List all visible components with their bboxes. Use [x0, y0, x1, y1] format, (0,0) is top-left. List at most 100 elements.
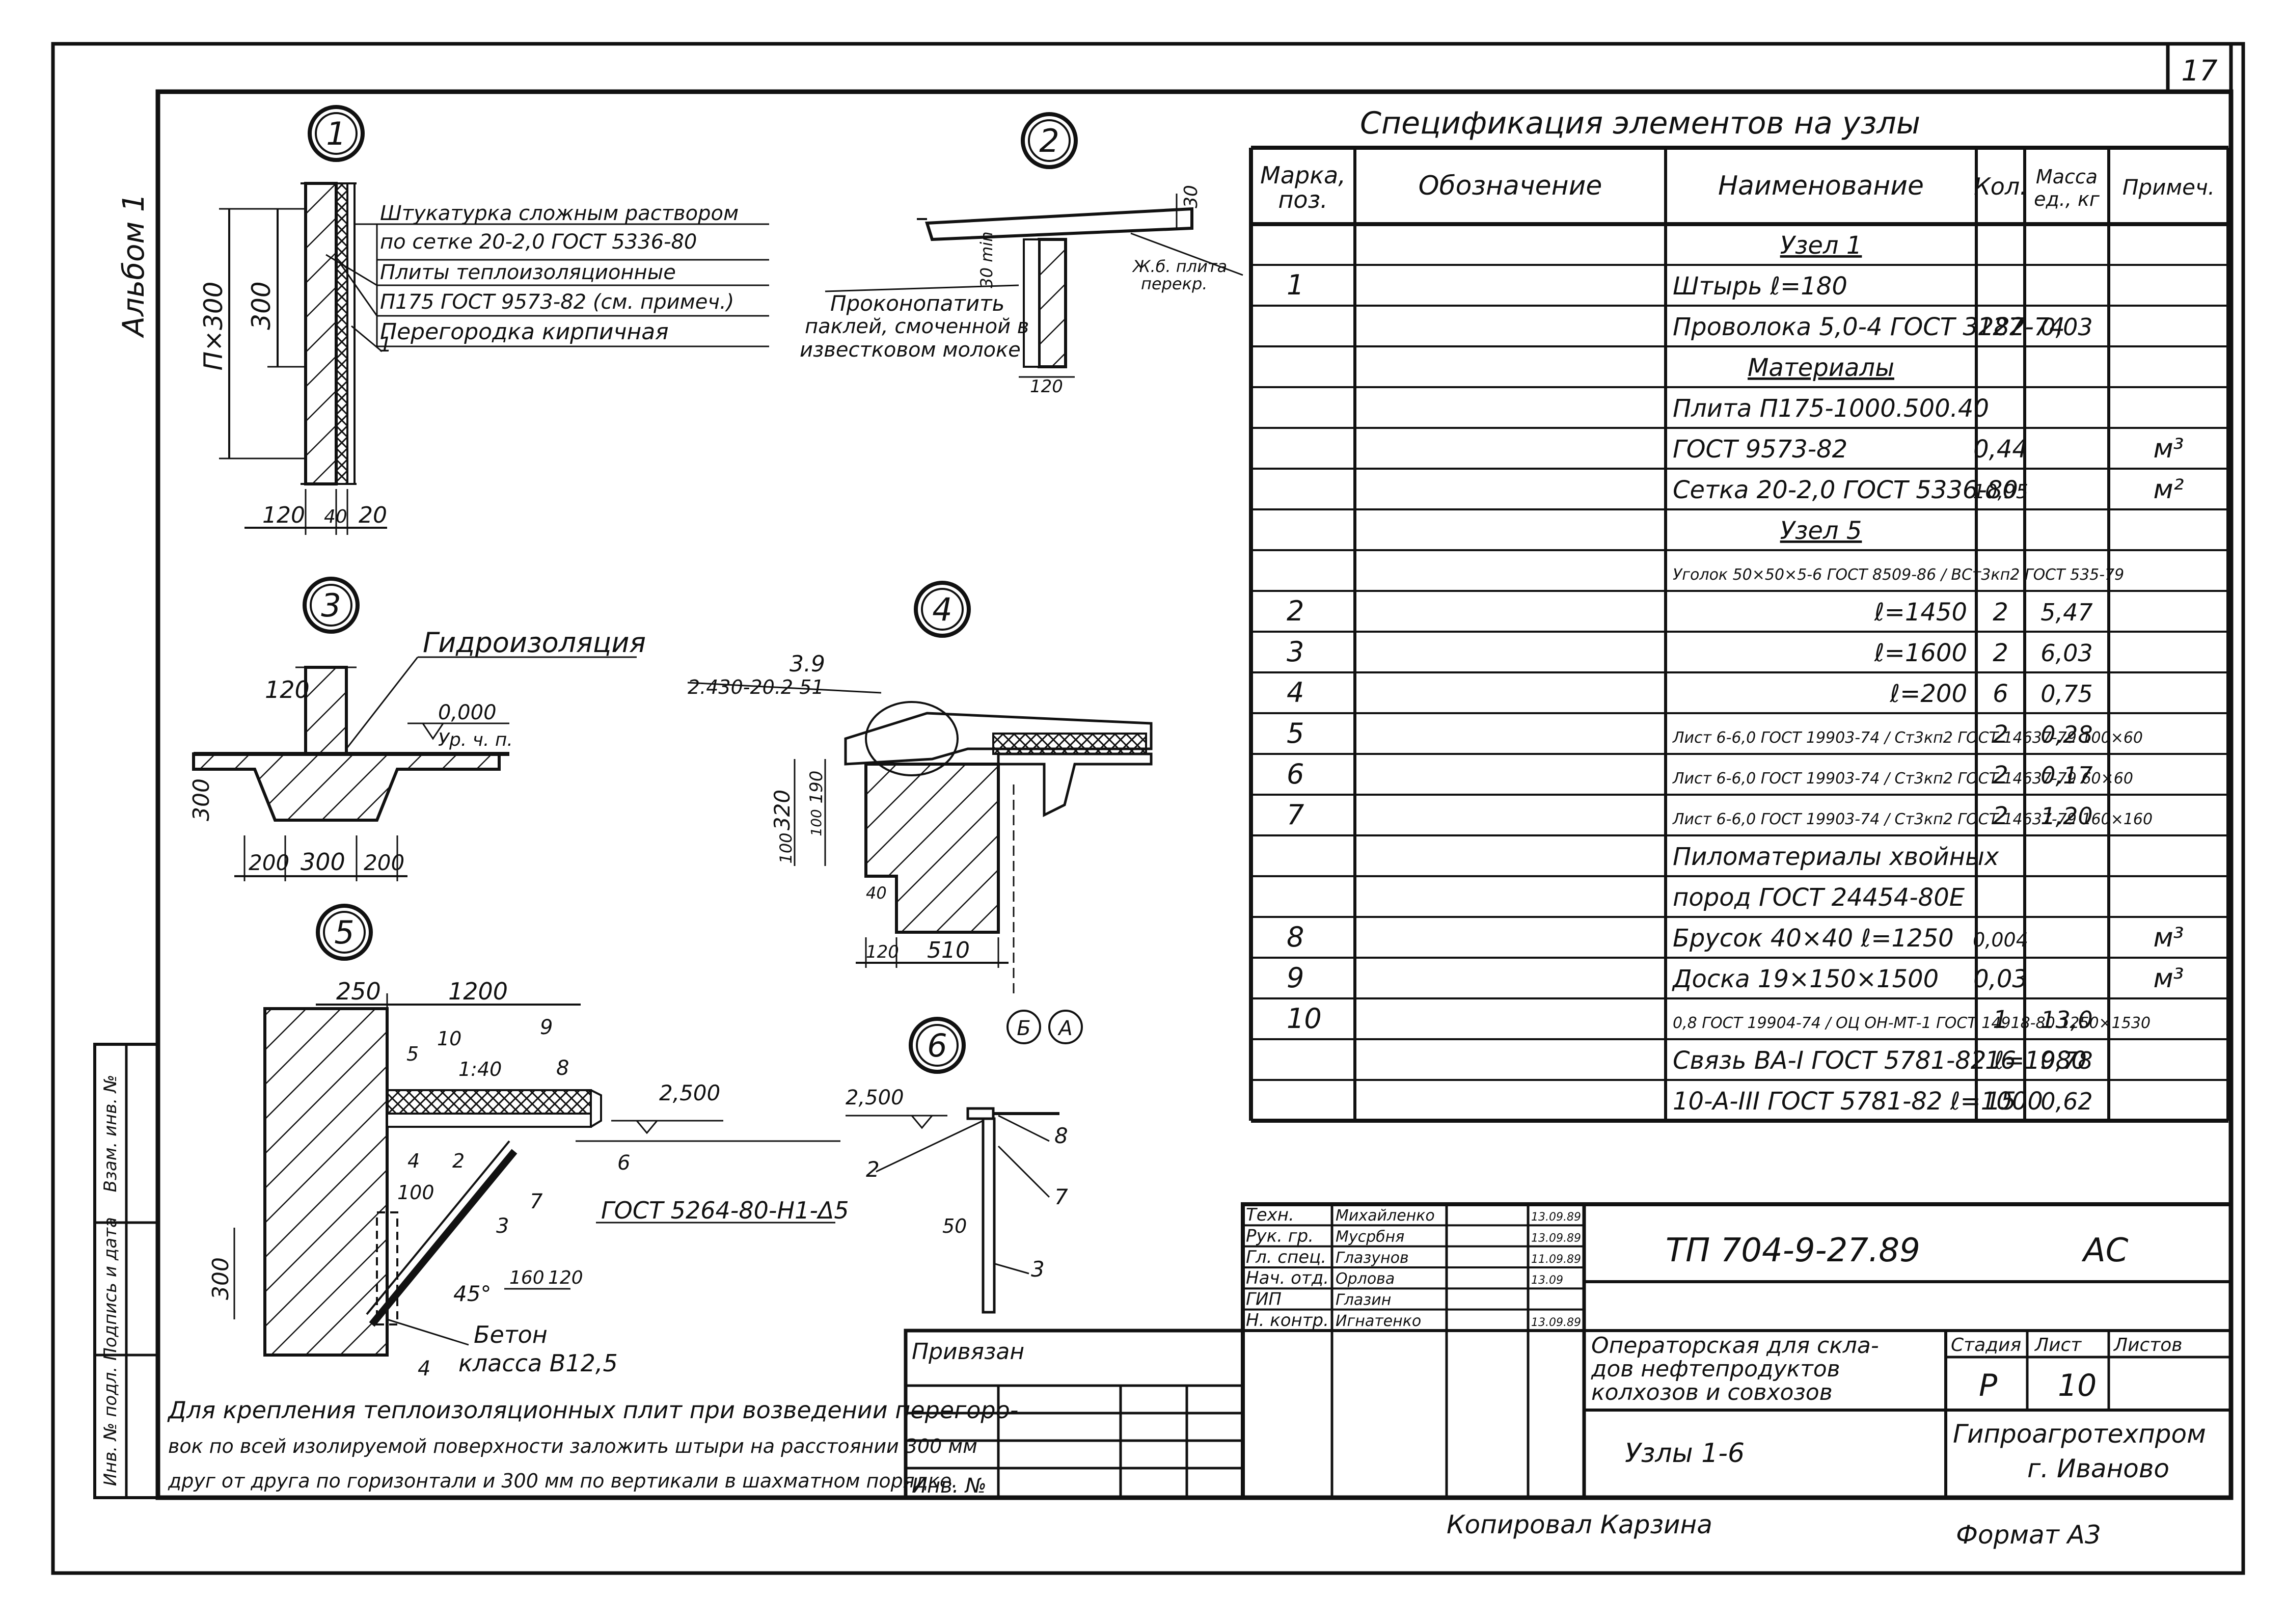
tb-date: 13.09.89	[1531, 1232, 1581, 1245]
format-label: Формат А3	[1956, 1520, 2101, 1550]
node1-dim-300: 300	[247, 281, 276, 330]
spec-header-mass: Масса	[2036, 166, 2098, 188]
node3-level: 0,000	[438, 701, 497, 724]
spec-mass: 13,0	[2040, 1006, 2092, 1034]
spec-name: пород ГОСТ 24454-80Е	[1673, 883, 1965, 912]
node5-pos-2: 2	[452, 1150, 465, 1172]
spec-name: Лист 6-6,0 ГОСТ 19903-74 / Ст3кп2 ГОСТ 1…	[1672, 810, 2153, 828]
node-2: 2 30 30 min 120 Проконопатить паклей, см…	[800, 112, 1243, 397]
tb-name: Михайленко	[1336, 1207, 1435, 1225]
spec-mass: 0,03	[2040, 313, 2092, 341]
side-strip: Инв. № подл. Подпись и дата Взам. инв. №	[93, 1043, 159, 1499]
node5-pos-7: 7	[530, 1190, 543, 1213]
node-4: 4 3.9 2.430-20.2 51 320 190 100 100 40 1…	[687, 581, 1153, 1044]
node5-dim-1200: 1200	[448, 978, 508, 1005]
node3-dim-200b: 200	[364, 850, 404, 875]
node1-callout-2: по сетке 20-2,0 ГОСТ 5336-80	[380, 230, 697, 254]
node4-dim-100: 100	[776, 832, 796, 863]
spec-row: Узел 5	[1780, 517, 1862, 545]
tb-role: Н. контр.	[1246, 1310, 1329, 1331]
spec-row: Плита П175-1000.500.40	[1673, 394, 1989, 423]
spec-name: Материалы	[1748, 354, 1894, 382]
node6-pos-7: 7	[1054, 1184, 1068, 1209]
tb-date: 13.09.89	[1531, 1316, 1581, 1329]
node5-weld: ГОСТ 5264-80-Н1-Δ5	[601, 1197, 849, 1224]
node2-number: 2	[1039, 122, 1059, 159]
node5-pos-10: 10	[437, 1027, 461, 1050]
spec-header-mass-2: ед., кг	[2034, 188, 2100, 210]
spec-qty: 15	[1985, 1087, 2016, 1116]
node6-pos-2: 2	[866, 1157, 880, 1182]
node2-dim-30min: 30 min	[977, 231, 996, 288]
node1-callout-3: Плиты теплоизоляционные	[380, 261, 676, 284]
spec-name: Сетка 20-2,0 ГОСТ 5336-80	[1673, 476, 2018, 504]
node3-dim-300b: 300	[301, 848, 345, 876]
sheets-header: Листов	[2113, 1335, 2182, 1356]
org-city: г. Иваново	[2027, 1454, 2169, 1483]
inv-no-label: Инв. №	[912, 1474, 987, 1498]
sheet-number: 17	[2181, 55, 2218, 88]
outer-frame	[51, 42, 2245, 1575]
spec-header-name: Наименование	[1718, 171, 1924, 201]
node6-pos-8: 8	[1054, 1123, 1068, 1148]
node4-ref2: 2.430-20.2 51	[688, 676, 824, 698]
spec-qty: 0,004	[1973, 929, 2028, 951]
spec-header-mark-2: поз.	[1278, 186, 1327, 213]
tb-name: Орлова	[1336, 1270, 1395, 1288]
spec-name: Уголок 50×50×5-6 ГОСТ 8509-86 / ВСт3кп2 …	[1673, 566, 2124, 584]
spec-mass: 0,75	[2040, 680, 2092, 708]
spec-name: Проволока 5,0-4 ГОСТ 3282-74	[1673, 313, 2065, 341]
node5-dim-100: 100	[397, 1181, 434, 1204]
spec-mass: 0,28	[2040, 721, 2092, 748]
node2-slab-1: Ж.б. плита	[1132, 257, 1227, 276]
node6-number: 6	[927, 1027, 947, 1064]
spec-header-mark: Марка,	[1260, 161, 1346, 189]
node1-dim-20: 20	[359, 502, 387, 528]
node5-number: 5	[334, 914, 354, 951]
spec-header-designation: Обозначение	[1419, 171, 1602, 201]
node2-caulk-2: паклей, смоченной в	[805, 315, 1029, 338]
node5-concrete-2: класса В12,5	[458, 1349, 618, 1377]
spec-mass: 1,20	[2040, 802, 2092, 830]
node4-cut-a: А	[1057, 1017, 1072, 1040]
tb-date: 11.09.89	[1531, 1253, 1581, 1266]
node3-number: 3	[321, 587, 341, 624]
node5-dim-45: 45°	[453, 1281, 491, 1306]
sheet-header: Лист	[2034, 1335, 2082, 1356]
spec-qty: 127	[1977, 313, 2024, 341]
album-label: Альбом 1	[116, 193, 151, 338]
org-name: Гипроагротехпром	[1953, 1419, 2206, 1449]
doc-code: ТП 704-9-27.89	[1666, 1232, 1920, 1269]
node5-pos-9: 9	[540, 1016, 553, 1039]
node1-dim-40: 40	[324, 506, 347, 527]
node4-dim-510: 510	[927, 937, 970, 963]
sheet-number-box: 17	[2166, 42, 2233, 94]
object-name-2: дов нефтепродуктов	[1591, 1356, 1840, 1382]
spec-qty: 10,95	[1973, 480, 2028, 503]
node5-pos-4a: 4	[407, 1150, 420, 1172]
note-line-3: друг от друга по горизонтали и 300 мм по…	[168, 1470, 958, 1492]
spec-qty: 0,44	[1973, 435, 2028, 464]
node5-slope: 1:40	[458, 1058, 502, 1080]
spec-name: Плита П175-1000.500.40	[1673, 394, 1989, 423]
bound-label: Привязан	[912, 1339, 1024, 1365]
spec-mark: 5	[1287, 717, 1304, 749]
spec-qty: 1	[1993, 1006, 2008, 1034]
stage-value: Р	[1979, 1368, 1998, 1403]
spec-qty: 2	[1993, 598, 2008, 627]
node1-pos-1: 1	[379, 333, 392, 357]
spec-mass: 0,78	[2040, 1047, 2092, 1074]
node2-caulk-1: Проконопатить	[830, 291, 1004, 316]
spec-name: Лист 6-6,0 ГОСТ 19903-74 / Ст3кп2 ГОСТ 1…	[1672, 770, 2133, 788]
spec-note: м²	[2153, 474, 2184, 505]
spec-mass: 6,03	[2040, 639, 2092, 667]
